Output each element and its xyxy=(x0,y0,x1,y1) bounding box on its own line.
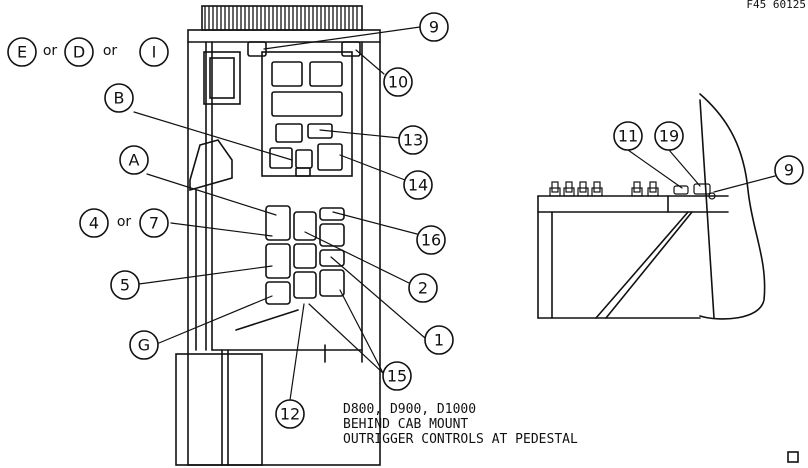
callout-g: G xyxy=(138,336,150,355)
callout-circle-b xyxy=(104,83,134,113)
callout-r11: 11 xyxy=(618,127,638,146)
callout-circle-10 xyxy=(383,67,413,97)
callout-circle-r19 xyxy=(654,121,684,151)
mount-bracket xyxy=(189,139,233,192)
callout-circle-9 xyxy=(419,12,449,42)
callout-4: 4 xyxy=(89,214,99,233)
callout-circle-5 xyxy=(110,270,140,300)
callout-13: 13 xyxy=(403,131,423,150)
callout-i: I xyxy=(152,43,157,62)
callout-or-2: or xyxy=(103,43,118,59)
callout-15: 15 xyxy=(387,367,407,386)
callout-10: 10 xyxy=(388,73,408,92)
callout-2: 2 xyxy=(418,279,428,298)
callout-circle-r11 xyxy=(613,121,643,151)
callout-circle-7 xyxy=(139,208,169,238)
callout-a: A xyxy=(129,151,140,170)
callout-circle-g xyxy=(129,330,159,360)
note-mount: BEHIND CAB MOUNT xyxy=(343,417,468,432)
callout-e: E xyxy=(17,43,27,62)
note-controls: OUTRIGGER CONTROLS AT PEDESTAL xyxy=(343,432,578,447)
figure-id: F45 60125 xyxy=(746,0,806,11)
callout-1: 1 xyxy=(434,331,444,350)
pedestal-box xyxy=(175,353,263,466)
callout-16: 16 xyxy=(421,231,441,250)
leader-lines xyxy=(133,26,426,401)
callout-or-3: or xyxy=(117,214,132,230)
callout-circle-1 xyxy=(424,325,454,355)
callout-circle-a xyxy=(119,145,149,175)
callout-14: 14 xyxy=(408,176,428,195)
callout-circle-16 xyxy=(416,225,446,255)
note-models: D800, D900, D1000 xyxy=(343,402,476,417)
callout-circle-2 xyxy=(408,273,438,303)
callout-circle-15 xyxy=(382,361,412,391)
callout-5: 5 xyxy=(120,276,130,295)
callout-r9: 9 xyxy=(784,161,794,180)
upper-relay-panel xyxy=(247,41,361,177)
callout-d: D xyxy=(73,43,85,62)
callout-circle-i xyxy=(139,37,169,67)
corner-mark xyxy=(787,451,799,463)
callout-or-1: or xyxy=(43,43,58,59)
callout-7: 7 xyxy=(149,214,159,233)
component-e-d-i xyxy=(203,51,241,105)
callout-circle-d xyxy=(64,37,94,67)
callout-12: 12 xyxy=(280,405,300,424)
lower-relay-block xyxy=(265,205,345,305)
callout-circle-12 xyxy=(275,399,305,429)
callout-circle-4 xyxy=(79,208,109,238)
callout-9: 9 xyxy=(429,18,439,37)
callout-circle-e xyxy=(7,37,37,67)
callout-circle-14 xyxy=(403,170,433,200)
callout-circle-13 xyxy=(398,125,428,155)
top-grille xyxy=(201,5,363,31)
pedestal-detail-view xyxy=(537,93,776,320)
callout-b: B xyxy=(114,89,125,108)
callout-circle-r9 xyxy=(774,155,804,185)
callout-r19: 19 xyxy=(659,127,679,146)
